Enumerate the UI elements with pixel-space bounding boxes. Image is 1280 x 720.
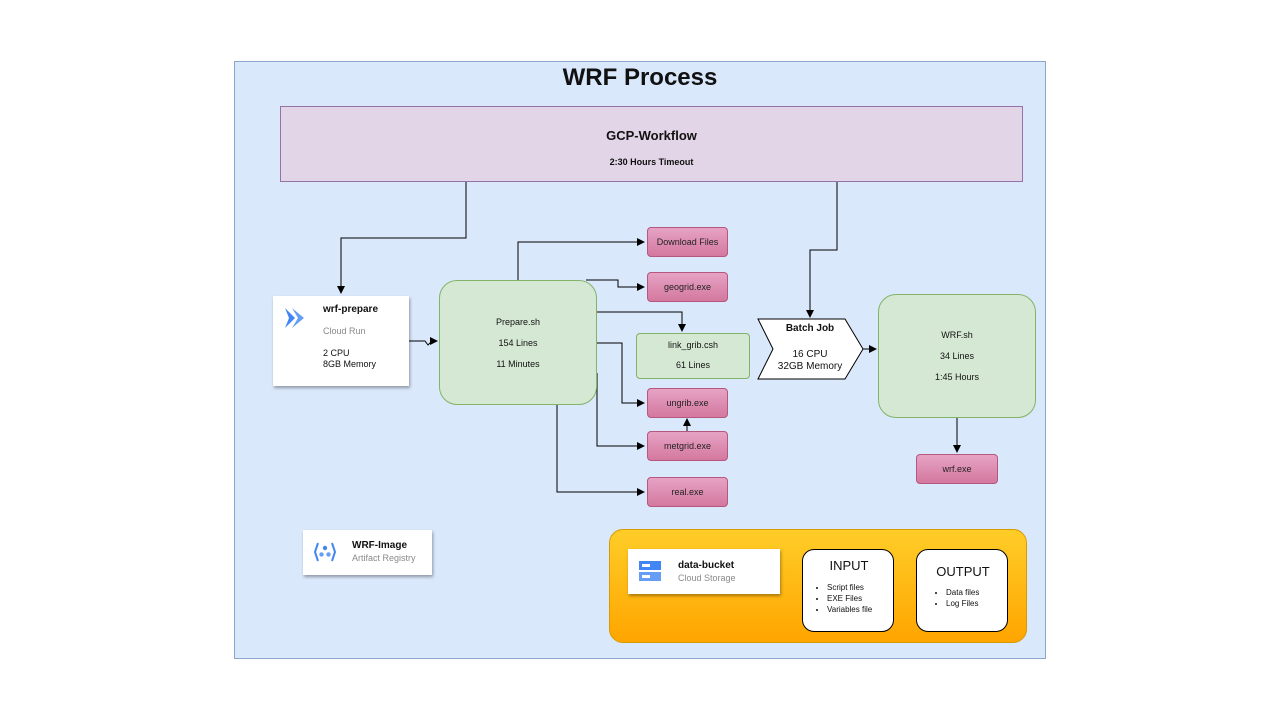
- edge-workflow-to-prepare: [337, 182, 467, 294]
- edge-to-real: [556, 405, 645, 496]
- prepare-script-name: Prepare.sh: [495, 317, 541, 327]
- input-title: INPUT: [829, 558, 869, 573]
- cloud-storage-icon: [639, 561, 661, 581]
- output-item: Data files: [946, 587, 979, 598]
- input-item: Script files: [827, 582, 872, 593]
- edge-to-download: [517, 238, 645, 280]
- data-bucket-card[interactable]: data-bucket Cloud Storage: [628, 549, 780, 594]
- prepare-script-box[interactable]: Prepare.sh 154 Lines 11 Minutes: [439, 280, 597, 405]
- edge-to-geogrid: [586, 279, 645, 291]
- metgrid-exe-box[interactable]: metgrid.exe: [647, 431, 728, 461]
- download-files-box[interactable]: Download Files: [647, 227, 728, 257]
- input-list: Script files EXE Files Variables file: [815, 582, 872, 615]
- input-item: EXE Files: [827, 593, 872, 604]
- geogrid-exe-box[interactable]: geogrid.exe: [647, 272, 728, 302]
- edge-workflow-to-batch: [806, 182, 838, 318]
- wrf-prepare-name: wrf-prepare: [323, 304, 379, 315]
- data-bucket-service: Cloud Storage: [678, 573, 736, 583]
- wrf-image-service: Artifact Registry: [352, 553, 416, 563]
- wrf-prepare-memory: 8GB Memory: [323, 359, 377, 369]
- output-list: Data files Log Files: [934, 587, 979, 609]
- prepare-script-lines: 154 Lines: [498, 338, 538, 348]
- edge-to-linkgrib: [597, 311, 686, 332]
- cloud-run-icon: [285, 308, 304, 328]
- output-item: Log Files: [946, 598, 979, 609]
- wrf-script-lines: 34 Lines: [939, 351, 975, 361]
- edge-to-ungrib: [597, 342, 645, 407]
- edge-prepare-to-script: [409, 337, 438, 346]
- wrf-script-box[interactable]: WRF.sh 34 Lines 1:45 Hours: [878, 294, 1036, 418]
- input-box: INPUT Script files EXE Files Variables f…: [802, 549, 894, 632]
- ungrib-exe-box[interactable]: ungrib.exe: [647, 388, 728, 418]
- batch-job-name: Batch Job: [785, 323, 835, 334]
- prepare-script-duration: 11 Minutes: [496, 359, 540, 369]
- link-grib-lines: 61 Lines: [675, 360, 711, 370]
- wrf-script-name: WRF.sh: [941, 330, 973, 340]
- wrf-prepare-cpu: 2 CPU: [323, 348, 350, 358]
- wrf-prepare-card[interactable]: wrf-prepare Cloud Run 2 CPU 8GB Memory: [273, 296, 409, 386]
- gcp-workflow-box[interactable]: [280, 106, 1023, 182]
- data-bucket-name: data-bucket: [678, 560, 735, 571]
- input-item: Variables file: [827, 604, 872, 615]
- batch-job-shape[interactable]: [757, 318, 865, 380]
- link-grib-box[interactable]: link_grib.csh 61 Lines: [636, 333, 750, 379]
- wrf-image-name: WRF-Image: [352, 540, 407, 551]
- wrf-script-duration: 1:45 Hours: [934, 372, 980, 382]
- gcp-workflow-timeout: 2:30 Hours Timeout: [609, 157, 694, 167]
- wrf-image-card[interactable]: WRF-Image Artifact Registry: [303, 530, 432, 575]
- gcp-workflow-label: GCP-Workflow: [606, 128, 697, 143]
- artifact-registry-icon: [313, 542, 337, 562]
- wrf-prepare-service: Cloud Run: [323, 326, 366, 336]
- diagram-title: WRF Process: [562, 64, 718, 91]
- batch-job-memory: 32GB Memory: [777, 361, 843, 372]
- edge-to-metgrid: [596, 373, 645, 450]
- output-title: OUTPUT: [936, 564, 990, 579]
- batch-job-cpu: 16 CPU: [792, 349, 828, 360]
- real-exe-box[interactable]: real.exe: [647, 477, 728, 507]
- output-box: OUTPUT Data files Log Files: [916, 549, 1008, 632]
- link-grib-name: link_grib.csh: [667, 340, 719, 350]
- wrf-exe-box[interactable]: wrf.exe: [916, 454, 998, 484]
